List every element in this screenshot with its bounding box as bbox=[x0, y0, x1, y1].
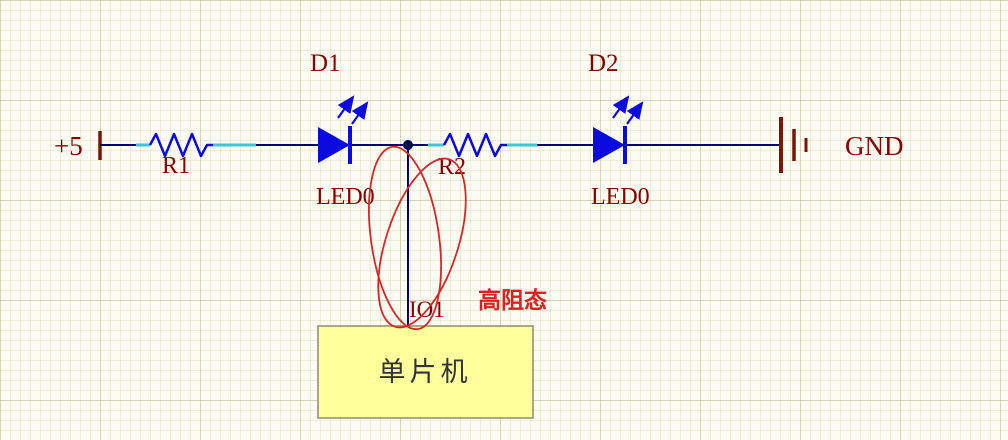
led-emission-arrows bbox=[612, 95, 644, 125]
resistor-r2-symbol bbox=[442, 132, 507, 158]
power-label: +5 bbox=[54, 131, 83, 161]
r1-designator: R1 bbox=[162, 153, 190, 179]
led-d2-symbol bbox=[593, 95, 644, 164]
led-d1-symbol bbox=[318, 95, 369, 164]
annotation-ellipse-1 bbox=[368, 145, 442, 331]
annotation-ellipse-2 bbox=[377, 157, 467, 329]
led-emission-arrows bbox=[337, 95, 369, 125]
gnd-symbol bbox=[779, 117, 808, 173]
junction-dot bbox=[403, 140, 413, 150]
mcu-label: 单片机 bbox=[379, 357, 472, 387]
d2-designator: D2 bbox=[588, 50, 619, 77]
annotation-text: 高阻态 bbox=[478, 287, 547, 313]
resistor-r1-symbol bbox=[148, 132, 213, 158]
d2-part-label: LED0 bbox=[591, 184, 650, 210]
d1-part-label: LED0 bbox=[316, 184, 375, 210]
gnd-label: GND bbox=[845, 131, 904, 161]
annotation-scribble bbox=[368, 145, 467, 331]
d1-designator: D1 bbox=[310, 50, 341, 77]
mcu-box bbox=[317, 325, 534, 419]
